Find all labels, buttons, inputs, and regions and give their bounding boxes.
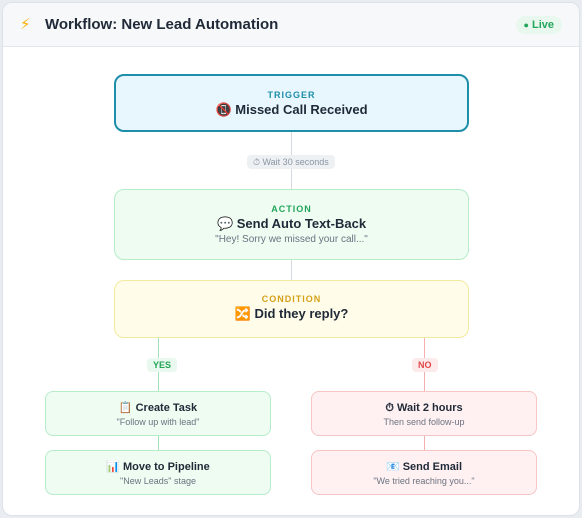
yes-branch-pill: YES	[147, 358, 178, 372]
action-title: 💬 Send Auto Text-Back	[216, 216, 367, 231]
trigger-title: 📵 Missed Call Received	[215, 102, 368, 117]
status-text: Live	[531, 19, 554, 31]
workflow-title: Workflow: New Lead Automation	[45, 16, 279, 33]
create-task-node[interactable]: 📋 Create Task "Follow up with lead"	[45, 391, 271, 436]
wait-2-hours-title: ⏱ Wait 2 hours	[385, 402, 463, 414]
trigger-node[interactable]: TRIGGER 📵 Missed Call Received	[114, 74, 469, 132]
send-email-subtitle: "We tried reaching you..."	[373, 476, 475, 486]
create-task-subtitle: "Follow up with lead"	[116, 417, 200, 427]
status-dot-icon: ●	[523, 20, 529, 30]
workflow-header: ⚡ Workflow: New Lead Automation ●Live	[3, 3, 579, 47]
status-badge: ●Live	[515, 16, 562, 34]
move-to-pipeline-title: 📊 Move to Pipeline	[106, 461, 210, 473]
action-subtitle: "Hey! Sorry we missed your call..."	[215, 234, 368, 245]
condition-title: 🔀 Did they reply?	[234, 306, 349, 321]
action-node[interactable]: ACTION 💬 Send Auto Text-Back "Hey! Sorry…	[114, 189, 469, 260]
condition-label: CONDITION	[261, 294, 322, 304]
condition-node[interactable]: CONDITION 🔀 Did they reply?	[114, 280, 469, 338]
wait-delay-pill: ⏱ Wait 30 seconds	[247, 155, 335, 169]
send-email-title: 📧 Send Email	[385, 461, 463, 473]
create-task-title: 📋 Create Task	[118, 402, 198, 414]
wait-2-hours-subtitle: Then send follow-up	[383, 417, 465, 427]
move-to-pipeline-subtitle: "New Leads" stage	[120, 476, 196, 486]
no-branch-pill: NO	[412, 358, 438, 372]
connector-yes-2	[158, 436, 159, 450]
trigger-label: TRIGGER	[267, 90, 316, 100]
connector-action-condition	[291, 260, 292, 280]
lightning-icon: ⚡	[20, 16, 31, 33]
connector-no-2	[424, 436, 425, 450]
move-to-pipeline-node[interactable]: 📊 Move to Pipeline "New Leads" stage	[45, 450, 271, 495]
action-label: ACTION	[271, 204, 312, 214]
workflow-canvas: TRIGGER 📵 Missed Call Received ⏱ Wait 30…	[3, 47, 579, 515]
send-email-node[interactable]: 📧 Send Email "We tried reaching you..."	[311, 450, 537, 495]
wait-2-hours-node[interactable]: ⏱ Wait 2 hours Then send follow-up	[311, 391, 537, 436]
